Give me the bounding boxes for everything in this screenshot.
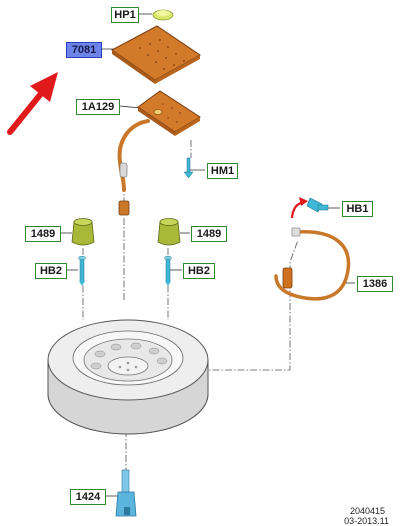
label-1424: 1424 xyxy=(70,489,106,505)
label-hp1: HP1 xyxy=(111,7,139,23)
label-1a129: 1A129 xyxy=(76,99,120,115)
fastener-hm1-part xyxy=(183,157,194,179)
label-hb2-left: HB2 xyxy=(35,263,67,279)
footer-code: 2040415 xyxy=(349,506,385,516)
hose-1386-part xyxy=(274,227,351,301)
spare-wheel-part xyxy=(47,319,209,435)
rotate-arrow-icon xyxy=(290,197,308,219)
label-hb2-right: HB2 xyxy=(183,263,215,279)
pad-1a129-part xyxy=(137,90,201,136)
label-1386: 1386 xyxy=(357,276,393,292)
hose-end-part xyxy=(118,200,130,216)
label-1489-right: 1489 xyxy=(191,226,227,242)
label-1489-left: 1489 xyxy=(25,226,61,242)
hose-clip-part xyxy=(119,162,128,178)
pad-7081-part xyxy=(111,25,201,84)
label-hb1: HB1 xyxy=(342,201,373,217)
fastener-hb2-right-part xyxy=(164,255,172,286)
red-arrow-icon xyxy=(7,72,58,135)
bumper-1489-left-part xyxy=(71,218,95,246)
bumper-1489-right-part xyxy=(157,218,181,246)
hose-upper-part xyxy=(117,119,150,192)
fastener-hb2-left-part xyxy=(78,255,86,286)
plug-hp1-part xyxy=(152,9,174,21)
fastener-hb1-part xyxy=(306,197,329,213)
label-hm1: HM1 xyxy=(207,163,238,179)
label-7081: 7081 xyxy=(66,42,102,58)
bolt-1424-part xyxy=(115,469,137,517)
footer-date: 03-2013.11 xyxy=(344,516,389,526)
